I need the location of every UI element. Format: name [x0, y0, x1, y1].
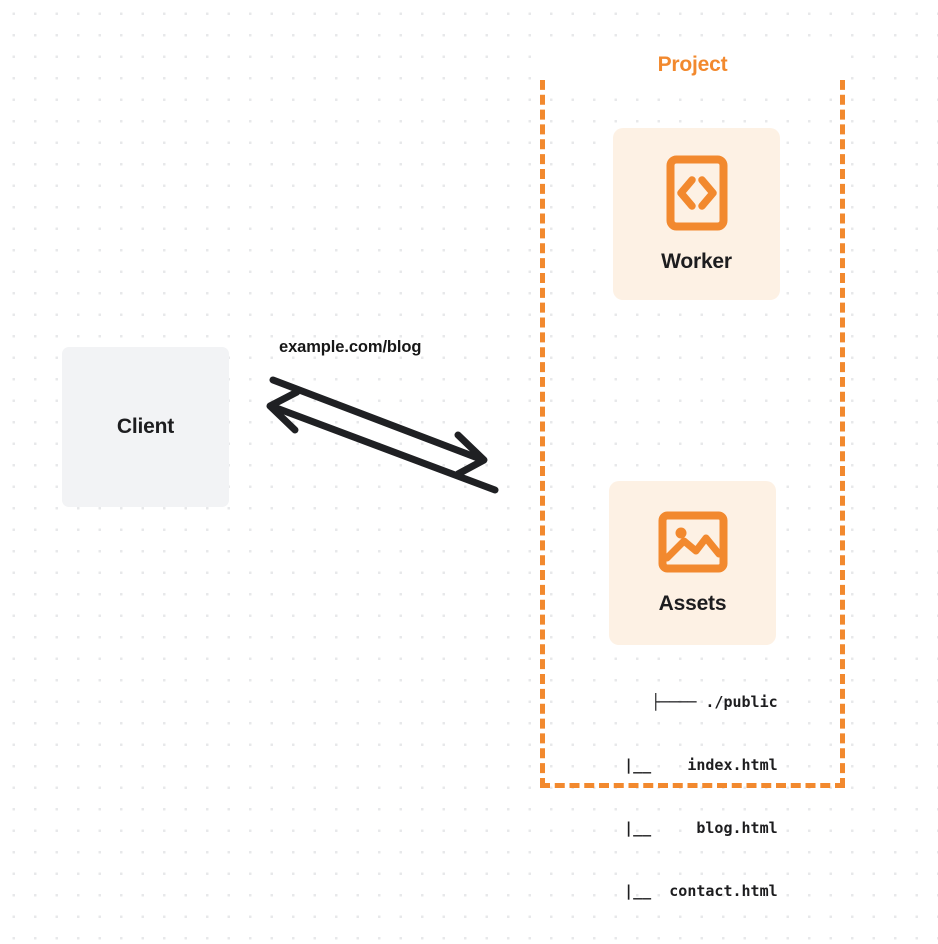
request-response-arrows: [255, 360, 515, 510]
file-tree-line-contact: |__ contact.html: [588, 882, 778, 900]
project-title: Project: [540, 50, 845, 80]
image-icon: [658, 511, 728, 578]
assets-card-label: Assets: [658, 591, 727, 615]
diagram-canvas: Project Worker Assets ├──── ./public |__…: [62, 50, 845, 900]
assets-file-tree: ├──── ./public |__ index.html |__ blog.h…: [588, 650, 778, 944]
response-arrow: [266, 388, 499, 494]
file-tree-line-root: ├──── ./public: [651, 693, 778, 711]
edge-label: example.com/blog: [279, 338, 422, 356]
file-tree-line-index: |__ index.html: [588, 756, 778, 774]
project-title-text: Project: [652, 53, 733, 76]
file-tree-line-blog: |__ blog.html: [588, 819, 778, 837]
code-brackets-icon: [666, 155, 728, 236]
client-label: Client: [116, 415, 175, 438]
worker-card[interactable]: Worker: [613, 128, 780, 300]
worker-card-label: Worker: [661, 249, 732, 273]
client-box[interactable]: Client: [62, 347, 229, 507]
request-arrow: [269, 376, 488, 478]
assets-card[interactable]: Assets: [609, 481, 776, 645]
